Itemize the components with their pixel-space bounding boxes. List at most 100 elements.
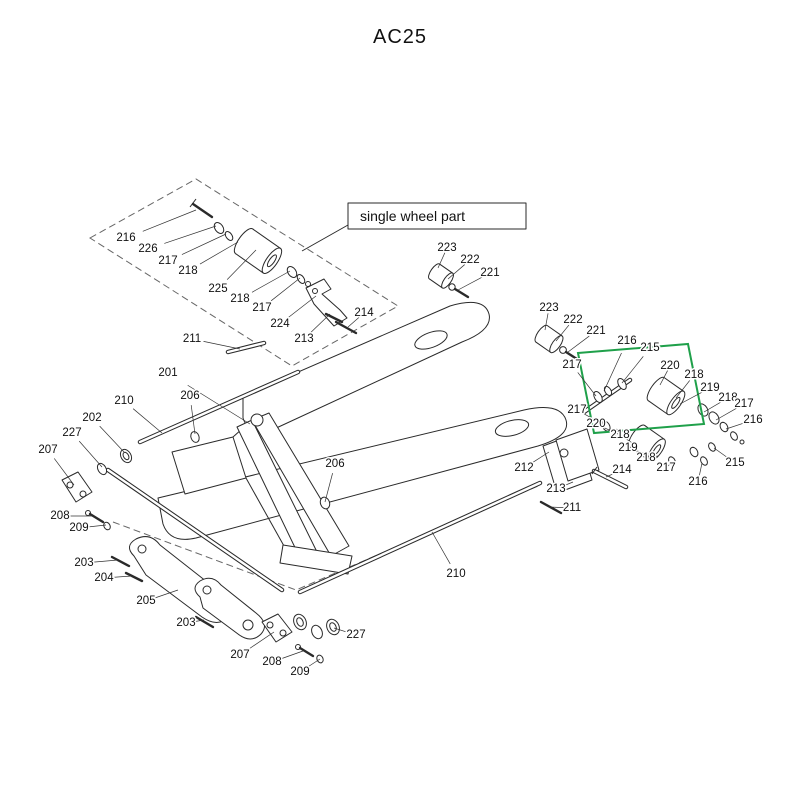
part-number-label: 207 <box>38 444 57 456</box>
part-number-label: 217 <box>252 302 271 314</box>
axle-pin <box>191 202 214 219</box>
washer <box>213 222 225 234</box>
part-number-label: 226 <box>138 243 157 255</box>
leader-line <box>309 313 331 334</box>
part-number-label: 219 <box>618 442 637 454</box>
washer <box>700 456 708 466</box>
leader-line <box>142 209 197 232</box>
ring <box>708 411 720 425</box>
washer <box>668 456 676 466</box>
part-number-label: 217 <box>158 255 177 267</box>
leader-line <box>698 462 703 478</box>
callout-box <box>347 202 527 230</box>
part-number-label: 207 <box>230 649 249 661</box>
top-wheel-assembly-2 <box>534 324 582 363</box>
part-number-label: 216 <box>617 335 636 347</box>
leader-line <box>347 316 361 328</box>
leader-line <box>457 276 483 291</box>
ring-202 <box>119 448 133 464</box>
part-number-label: 209 <box>69 522 88 534</box>
part-number-label: 210 <box>114 395 133 407</box>
part-number-label: 221 <box>480 267 499 279</box>
leader-line <box>199 241 239 265</box>
washer <box>603 385 613 397</box>
part-number-label: 203 <box>176 617 195 629</box>
upper-fork-hole <box>414 330 448 350</box>
leader-line <box>447 264 465 280</box>
leader-line <box>715 407 738 421</box>
leader-line <box>153 589 179 599</box>
ring-206-left <box>190 431 200 443</box>
leader-line <box>601 426 619 435</box>
leader-line <box>725 421 747 430</box>
part-number-label: 206 <box>180 390 199 402</box>
leader-line <box>548 506 567 509</box>
part-number-label: 216 <box>743 414 762 426</box>
pin-203b <box>194 615 215 629</box>
leader-line <box>110 575 133 578</box>
leader-line <box>251 270 291 293</box>
lower-fork <box>157 407 568 540</box>
part-number-label: 217 <box>734 398 753 410</box>
washer-209 <box>103 521 111 531</box>
leader-line <box>190 619 205 623</box>
ring <box>719 421 729 433</box>
part-number-label: 209 <box>290 666 309 678</box>
ring-206-right <box>319 496 331 510</box>
caster-bracket-plate <box>555 428 600 482</box>
part-number-label: 211 <box>183 333 201 345</box>
leader-line <box>164 225 217 244</box>
leader-line <box>226 249 257 280</box>
part-number-label: 219 <box>700 382 719 394</box>
part-number-label: 220 <box>586 418 605 430</box>
part-number-label: 205 <box>136 595 155 607</box>
part-number-label: 227 <box>346 629 365 641</box>
washer <box>617 378 627 390</box>
wheel-roller <box>628 424 666 462</box>
nut <box>739 439 745 445</box>
pin-204 <box>124 571 144 583</box>
part-number-label: 215 <box>640 342 659 354</box>
ring <box>293 613 307 631</box>
part-number-label: 221 <box>586 325 605 337</box>
part-number-label: 206 <box>325 458 344 470</box>
leader-line <box>99 425 125 453</box>
leader-line <box>203 341 241 350</box>
leader-line <box>703 401 723 413</box>
pin-214 <box>334 320 358 335</box>
part-number-label: 218 <box>636 452 655 464</box>
base-plate <box>279 544 353 575</box>
leader-line <box>544 313 549 331</box>
frame-group <box>157 301 568 575</box>
leader-line <box>583 413 607 427</box>
part-number-label: 222 <box>563 314 582 326</box>
leader-line <box>667 461 673 467</box>
highlight-region <box>576 342 706 435</box>
part-number-label: 224 <box>270 318 290 330</box>
leader-lines-layer <box>53 209 747 670</box>
part-number-label: 201 <box>158 367 177 379</box>
leader-line <box>333 627 351 634</box>
part-number-label: 222 <box>460 254 479 266</box>
leader-line <box>190 405 196 435</box>
part-number-label: 216 <box>116 232 135 244</box>
part-number-label: 216 <box>688 476 707 488</box>
leader-line <box>675 380 690 399</box>
leader-line <box>187 384 251 425</box>
leader-line <box>270 277 301 302</box>
dashed-region-outline <box>89 178 399 367</box>
single-wheel-group <box>189 198 358 335</box>
part-number-label: 214 <box>612 464 632 476</box>
leader-line <box>279 650 304 660</box>
part-number-label: 227 <box>62 427 81 439</box>
part-number-label: 208 <box>50 510 69 522</box>
clevis-207 <box>61 471 93 503</box>
screw-head <box>559 346 567 354</box>
part-number-label: 211 <box>563 502 581 514</box>
leader-line <box>181 233 227 255</box>
leader-line <box>648 455 659 458</box>
leader-line <box>78 440 103 468</box>
leader-line <box>555 324 570 342</box>
part-number-label: 213 <box>294 333 313 345</box>
rods-group <box>105 340 563 595</box>
